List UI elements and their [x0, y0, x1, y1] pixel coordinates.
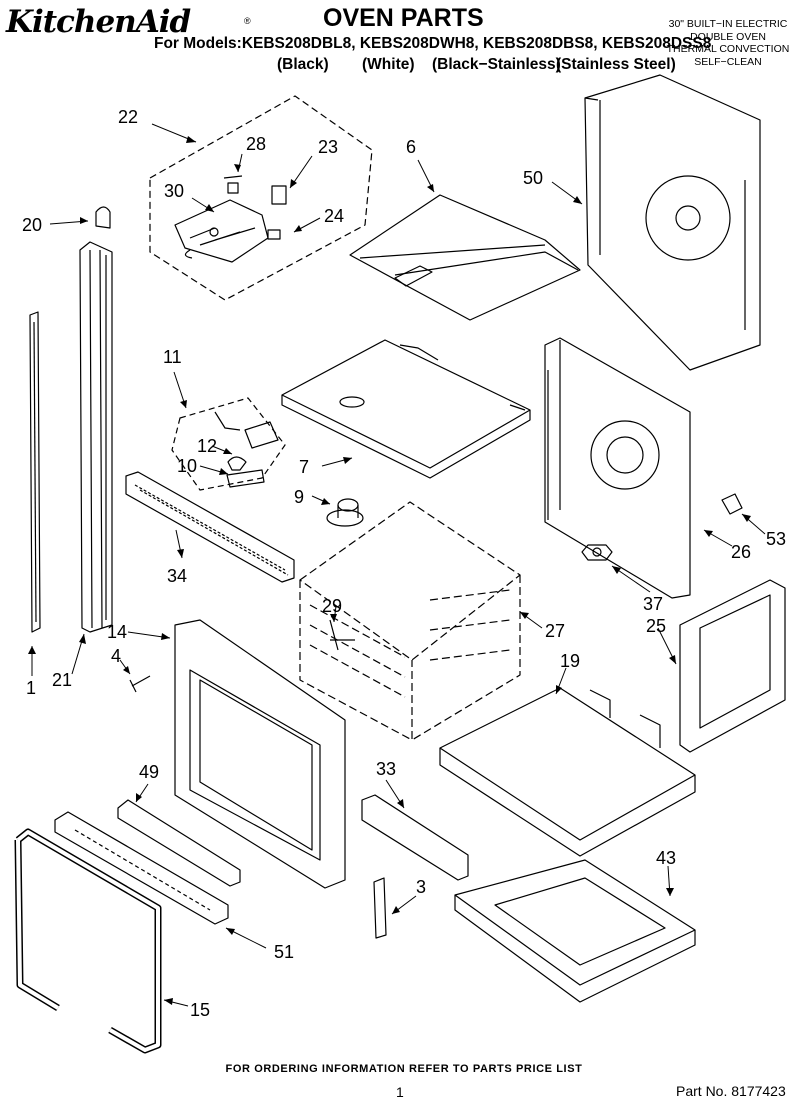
part-19-insulation-cover [439, 687, 696, 857]
description-line: SELF−CLEAN [694, 55, 762, 68]
variant-black: (Black) [277, 56, 329, 73]
callout-34: 34 [167, 566, 187, 586]
callout-7: 7 [299, 457, 309, 477]
description-line: THERMAL CONVECTION [666, 43, 790, 55]
variant-stainless-steel: (Stainless Steel) [556, 56, 676, 73]
callout-24: 24 [324, 206, 344, 226]
part-11-light-assembly [171, 397, 286, 491]
part-53-clip [721, 493, 743, 515]
callout-29: 29 [322, 596, 342, 616]
callout-23: 23 [318, 137, 338, 157]
part-34-vent-strip [125, 471, 295, 583]
variant-black-stainless: (Black−Stainless) [432, 56, 561, 73]
page-title: OVEN PARTS [323, 4, 484, 32]
part-6-top-shield [349, 194, 581, 321]
leader-lines [31, 123, 766, 1007]
callout-43: 43 [656, 848, 676, 868]
callout-10: 10 [177, 456, 197, 476]
part-3-bracket [373, 877, 387, 939]
part-37-thermal-fuse [581, 544, 613, 561]
product-description: 30" BUILT−IN ELECTRIC DOUBLE OVEN THERMA… [648, 18, 808, 68]
callout-1: 1 [26, 678, 36, 698]
callout-28: 28 [246, 134, 266, 154]
part-43-bottom-tray [454, 859, 696, 1003]
part-50-back-panel [584, 74, 761, 371]
part-9-thermal-disc [326, 498, 364, 527]
callout-51: 51 [274, 942, 294, 962]
callout-53: 53 [766, 529, 786, 549]
part-27-oven-cavity [299, 501, 521, 741]
part-51-trim [54, 811, 229, 925]
description-line: DOUBLE OVEN [690, 30, 766, 43]
registered-mark: ® [244, 16, 251, 26]
part-26-convection-panel [544, 337, 691, 599]
callout-26: 26 [731, 542, 751, 562]
callout-49: 49 [139, 762, 159, 782]
part-20-trim-cap [95, 206, 111, 229]
part-33-bracket [361, 794, 469, 881]
callout-25: 25 [646, 616, 666, 636]
callout-11: 11 [163, 347, 182, 367]
part-14-front-frame [174, 619, 346, 889]
callout-30: 30 [164, 181, 184, 201]
description-line: 30" BUILT−IN ELECTRIC [668, 18, 788, 30]
callout-50: 50 [523, 168, 543, 188]
part-4-screw [129, 675, 151, 693]
callout-9: 9 [294, 487, 304, 507]
callout-19: 19 [560, 651, 580, 671]
part-7-top-panel [281, 339, 531, 479]
callout-15: 15 [190, 1000, 210, 1020]
part-49-trim [117, 799, 241, 887]
callout-6: 6 [406, 137, 416, 157]
part-15-door-gasket [14, 828, 162, 1054]
callout-27: 27 [545, 621, 565, 641]
leader-arrowheads [28, 136, 751, 1005]
part-21-side-trim [79, 241, 113, 633]
callout-20: 20 [22, 215, 42, 235]
part-22-control-assembly [149, 95, 373, 301]
callout-22: 22 [118, 107, 138, 127]
page-number: 1 [396, 1084, 404, 1100]
part-number: Part No. 8177423 [676, 1083, 786, 1099]
part-29-harness [329, 619, 355, 651]
brand-logo: KitchenAid [6, 4, 191, 40]
callout-21: 21 [52, 670, 72, 690]
models-line: For Models:KEBS208DBL8, KEBS208DWH8, KEB… [154, 35, 712, 52]
callout-14: 14 [107, 622, 127, 642]
ordering-note: FOR ORDERING INFORMATION REFER TO PARTS … [225, 1063, 583, 1075]
callout-labels: 22 28 23 30 24 6 50 20 11 12 10 7 9 53 2… [22, 107, 786, 1020]
callout-12: 12 [197, 436, 217, 456]
callout-33: 33 [376, 759, 396, 779]
part-25-side-panel [679, 579, 786, 753]
callout-3: 3 [416, 877, 426, 897]
callout-4: 4 [111, 646, 121, 666]
variant-white: (White) [362, 56, 415, 73]
part-1-side-trim [29, 311, 41, 633]
callout-37: 37 [643, 594, 663, 614]
